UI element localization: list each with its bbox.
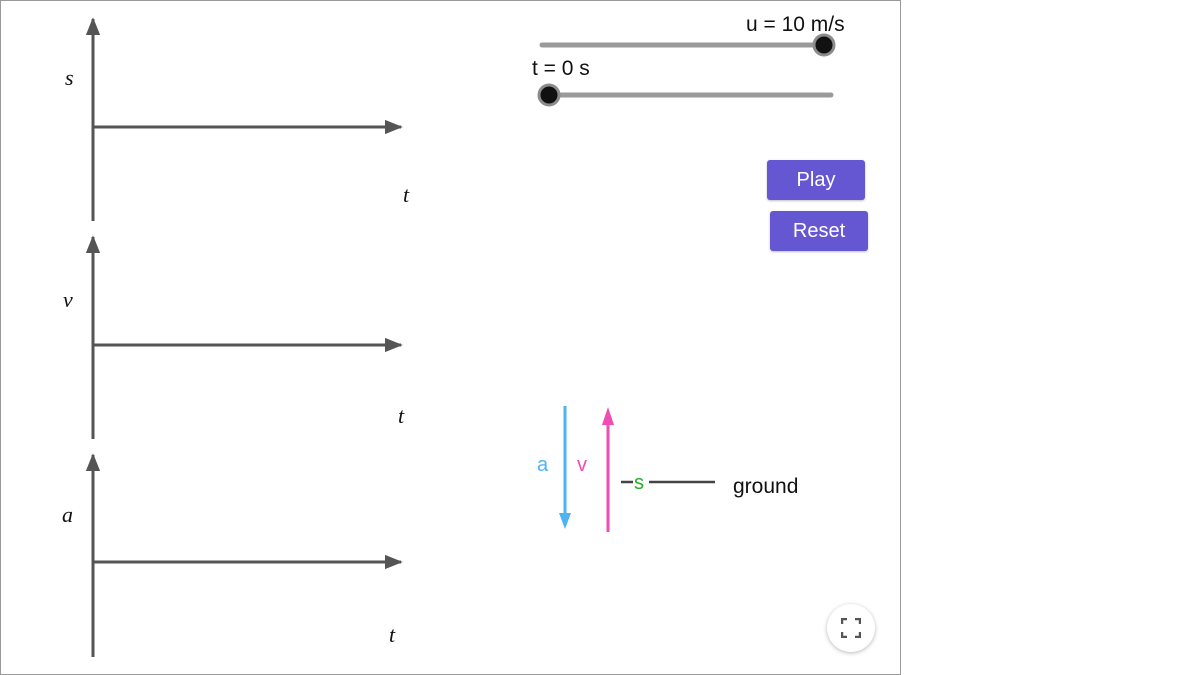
velocity-vector: v (577, 407, 614, 532)
acceleration-arrow-head (559, 513, 571, 529)
slider-u-label: u = 10 m/s (746, 13, 845, 36)
graph-a-x-label: t (389, 622, 396, 647)
velocity-label: v (577, 454, 587, 476)
graph-a-y-label: a (62, 502, 73, 527)
slider-u-knob[interactable] (812, 33, 836, 57)
reset-button[interactable]: Reset (770, 211, 868, 251)
slider-t-knob[interactable] (537, 83, 561, 107)
velocity-arrow-head (602, 407, 614, 425)
graph-v: v t (63, 235, 405, 439)
ground: s ground (621, 472, 798, 498)
acceleration-vector: a (537, 406, 571, 529)
fullscreen-button[interactable] (827, 604, 875, 652)
slider-t[interactable]: t = 0 s (532, 57, 834, 107)
slider-u[interactable]: u = 10 m/s (539, 13, 845, 57)
physics-applet: s t v t a t u = 10 m/s t = 0 s (0, 0, 901, 675)
graph-a: a t (62, 453, 403, 657)
fullscreen-icon (841, 618, 861, 638)
displacement-marker-bg (633, 472, 649, 492)
graph-s-x-label: t (403, 182, 410, 207)
graph-v-y-label: v (63, 287, 73, 312)
displacement-label: s (634, 472, 644, 494)
slider-t-label: t = 0 s (532, 57, 590, 80)
ground-label: ground (733, 475, 798, 498)
play-button[interactable]: Play (767, 160, 865, 200)
graph-v-x-label: t (398, 403, 405, 428)
acceleration-label: a (537, 454, 549, 476)
applet-canvas: s t v t a t u = 10 m/s t = 0 s (62, 13, 845, 657)
graph-s: s t (65, 17, 410, 221)
graph-s-y-label: s (65, 65, 74, 90)
